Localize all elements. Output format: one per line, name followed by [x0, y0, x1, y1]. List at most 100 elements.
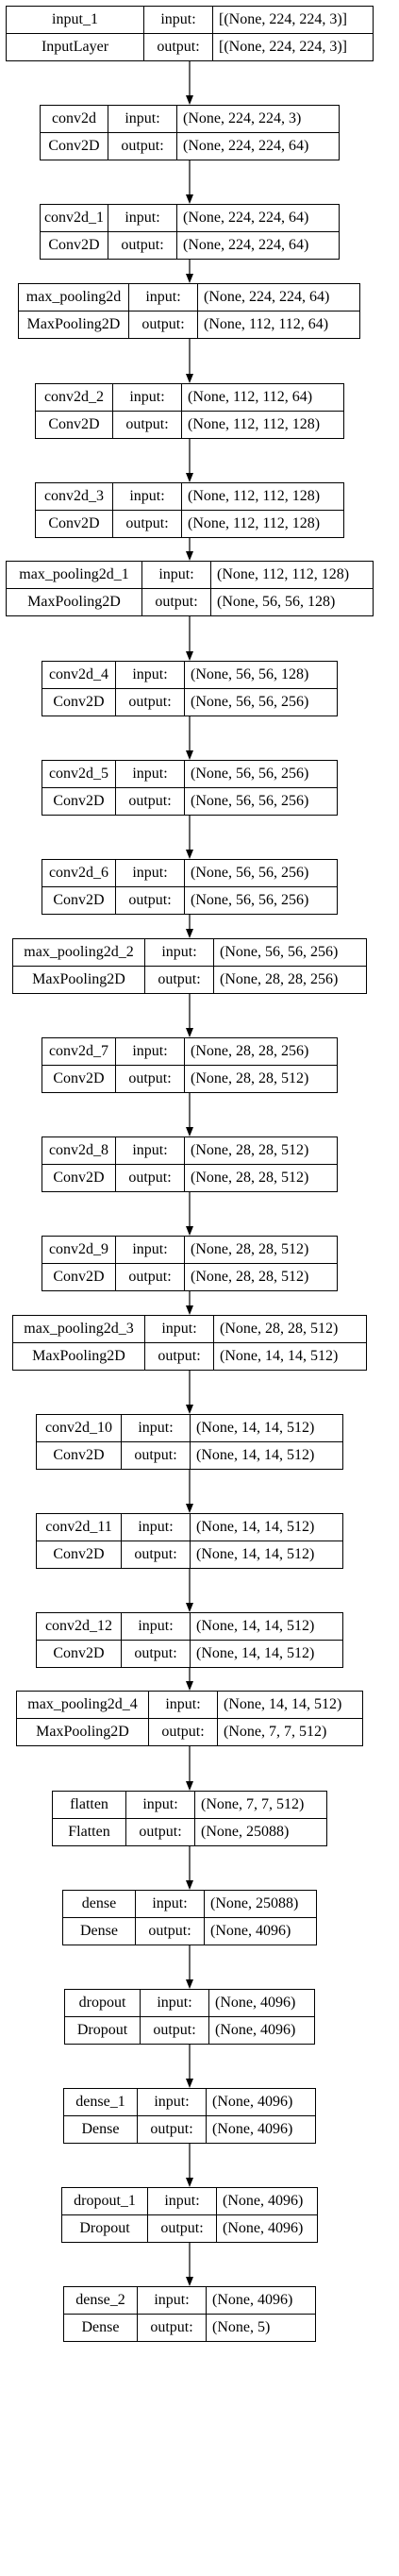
- output-label: output:: [122, 1541, 190, 1568]
- input-label: input:: [152, 1895, 188, 1911]
- output-shape: (None, 56, 56, 256): [185, 688, 337, 716]
- edge-arrowhead: [186, 1028, 193, 1037]
- shape-column: (None, 56, 56, 256)(None, 56, 56, 256): [184, 761, 337, 815]
- output-label: output:: [141, 2016, 208, 2044]
- layer-type: Conv2D: [41, 231, 108, 259]
- output-label: output:: [113, 411, 181, 438]
- input-shape: (None, 224, 224, 3): [183, 110, 302, 126]
- shape-column: (None, 112, 112, 128)(None, 112, 112, 12…: [181, 483, 343, 537]
- input-shape: (None, 14, 14, 512): [196, 1519, 315, 1535]
- layer-name: conv2d_10: [44, 1420, 113, 1436]
- input-shape: (None, 4096): [223, 2193, 304, 2209]
- input-label: input:: [138, 1618, 174, 1634]
- input-shape: (None, 25088): [210, 1895, 299, 1911]
- io-label-column: input:output:: [144, 939, 213, 993]
- shape-column: (None, 14, 14, 512) (None, 14, 14, 512): [190, 1514, 342, 1568]
- input-label: input:: [165, 1696, 201, 1712]
- edge-arrowhead: [186, 1405, 193, 1414]
- shape-column: (None, 28, 28, 512)(None, 28, 28, 512): [184, 1237, 337, 1290]
- layer-name: conv2d_7: [48, 1043, 109, 1059]
- edge-arrowhead: [186, 1603, 193, 1612]
- input-label: input:: [142, 1796, 178, 1812]
- edge-arrowhead: [186, 1979, 193, 1989]
- input-shape: (None, 28, 28, 512): [191, 1142, 309, 1158]
- io-label-column: input:output:: [144, 1316, 213, 1370]
- output-label: output:: [148, 2214, 216, 2242]
- edge-arrowhead: [186, 750, 193, 760]
- input-label: input:: [132, 1142, 168, 1158]
- layer-name: conv2d_1: [43, 210, 105, 226]
- input-shape: (None, 14, 14, 512): [196, 1618, 315, 1634]
- io-label-column: input:output:: [115, 1038, 184, 1092]
- output-shape: (None, 112, 112, 128): [182, 411, 343, 438]
- layer-name: input_1: [52, 11, 98, 27]
- input-label: input:: [164, 2193, 200, 2209]
- output-shape: (None, 14, 14, 512): [191, 1541, 342, 1568]
- output-label: output:: [126, 1818, 194, 1845]
- input-shape: (None, 56, 56, 256): [191, 766, 309, 782]
- edge-arrowhead: [186, 2277, 193, 2286]
- input-shape: (None, 224, 224, 64): [183, 210, 309, 226]
- layer-name: max_pooling2d: [25, 289, 122, 305]
- input-label: input:: [132, 766, 168, 782]
- layer-type: Dense: [64, 2115, 137, 2143]
- input-shape: (None, 56, 56, 256): [220, 944, 339, 960]
- io-label-column: input:output:: [115, 1137, 184, 1191]
- output-label: output:: [136, 1917, 204, 1945]
- input-label: input:: [157, 1995, 192, 2011]
- layer-name: conv2d: [51, 110, 97, 126]
- layer-name: conv2d_11: [45, 1519, 112, 1535]
- input-label: input:: [154, 2094, 190, 2110]
- shape-column: (None, 224, 224, 64)(None, 224, 224, 64): [176, 205, 339, 259]
- input-shape: (None, 7, 7, 512): [201, 1796, 305, 1812]
- shape-column: (None, 224, 224, 3)(None, 224, 224, 64): [176, 106, 339, 160]
- input-label: input:: [161, 944, 197, 960]
- edge-arrowhead: [186, 1781, 193, 1791]
- output-shape: (None, 25088): [195, 1818, 326, 1845]
- input-label: input:: [129, 389, 165, 405]
- layer-name: conv2d_5: [48, 766, 109, 782]
- output-label: output:: [149, 1718, 217, 1745]
- layer-type: Conv2D: [42, 688, 115, 716]
- output-label: output:: [129, 311, 197, 338]
- io-label-column: input:output:: [121, 1415, 190, 1469]
- edge-arrowhead: [186, 651, 193, 661]
- input-shape: (None, 28, 28, 256): [191, 1043, 309, 1059]
- layer-type: Conv2D: [42, 787, 115, 815]
- input-shape: (None, 28, 28, 512): [191, 1241, 309, 1257]
- layer-type: Conv2D: [36, 411, 112, 438]
- shape-column: (None, 7, 7, 512) (None, 25088): [194, 1792, 326, 1845]
- output-label: output:: [116, 1263, 184, 1290]
- io-label-column: input: output:: [112, 384, 181, 438]
- layer-name: conv2d_9: [48, 1241, 109, 1257]
- input-label: input:: [138, 1519, 174, 1535]
- layer-name: dropout_1: [74, 2193, 136, 2209]
- edge-arrowhead: [186, 374, 193, 383]
- output-label: output:: [144, 33, 212, 60]
- output-shape: (None, 4096): [205, 1917, 316, 1945]
- output-shape: (None, 4096): [209, 2016, 314, 2044]
- shape-column: (None, 14, 14, 512)(None, 14, 14, 512): [190, 1415, 342, 1469]
- layer-name: conv2d_2: [43, 389, 105, 405]
- io-label-column: input: output:: [148, 1692, 217, 1745]
